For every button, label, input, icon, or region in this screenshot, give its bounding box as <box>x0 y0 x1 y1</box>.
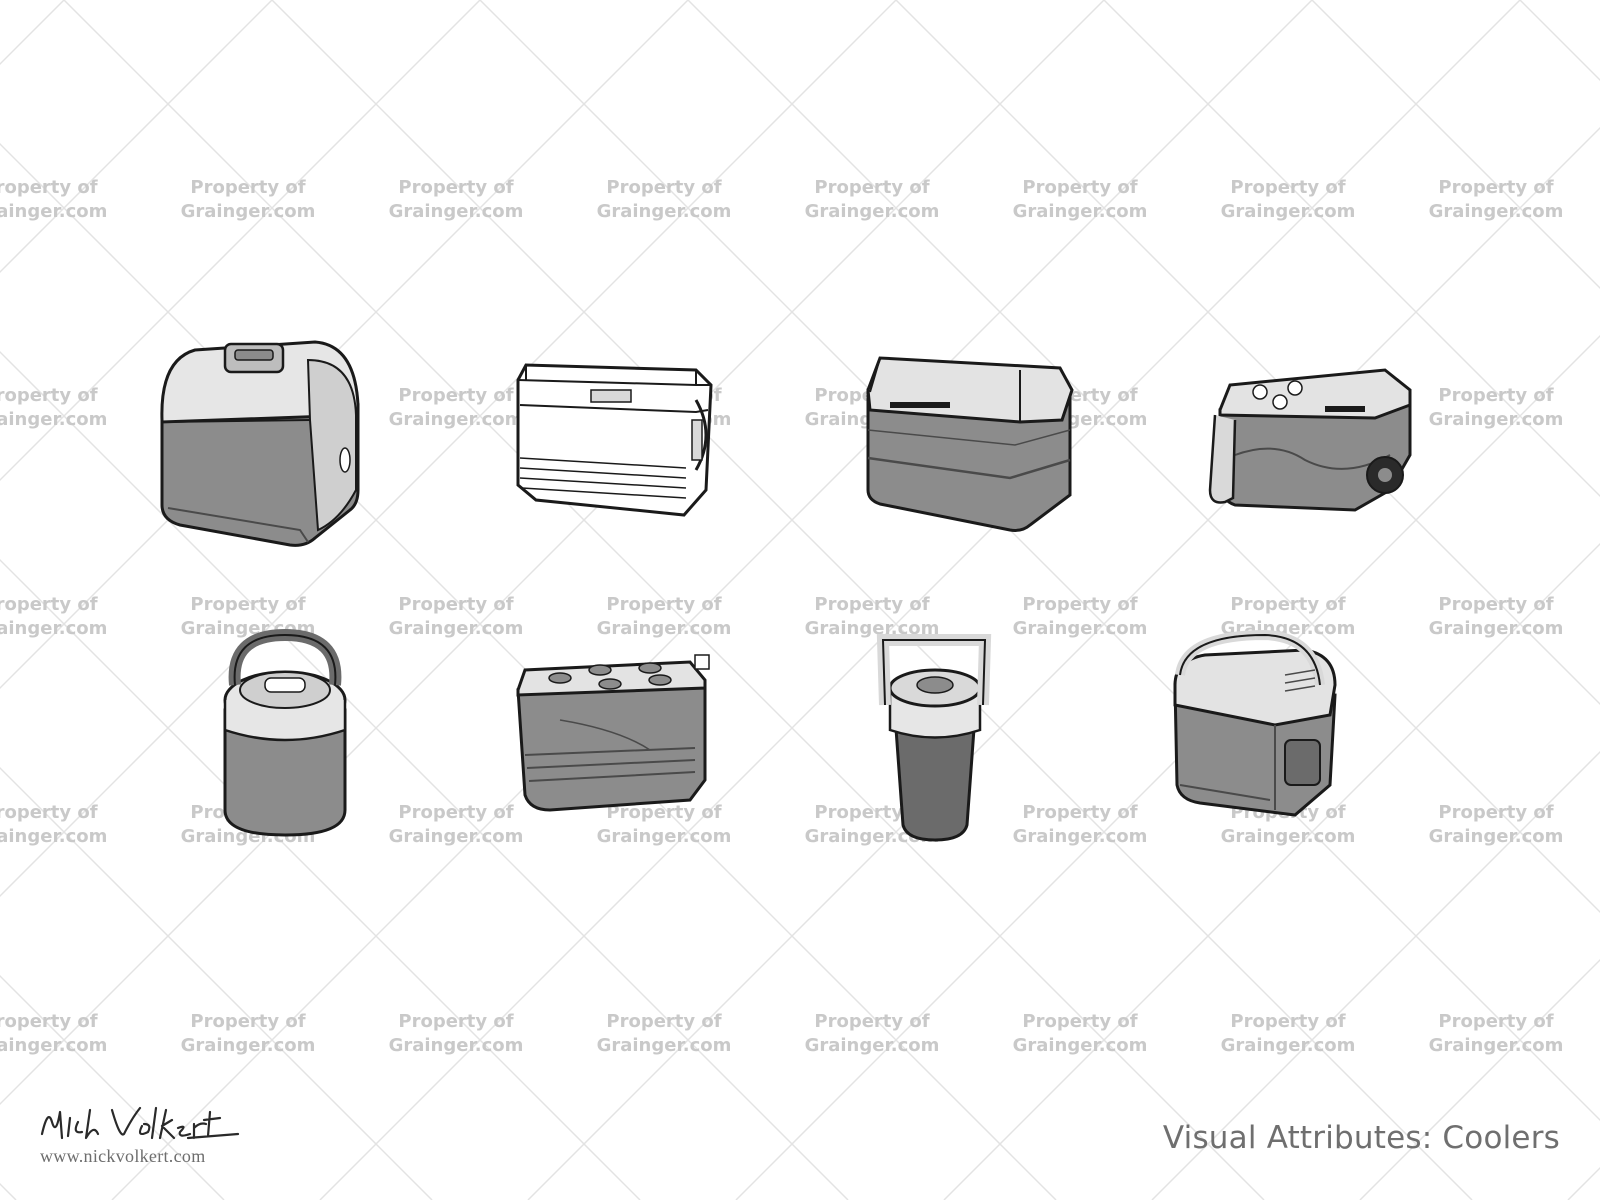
lattice-line <box>1519 0 1600 82</box>
lattice-line <box>0 0 1105 1106</box>
lattice-line <box>0 558 641 1200</box>
lattice-line <box>1151 750 1600 1200</box>
lattice-line <box>0 142 1057 1200</box>
lattice-line <box>0 766 433 1200</box>
lattice-line <box>63 0 1265 1200</box>
white-chest-cooler <box>496 340 736 580</box>
website-url: www.nickvolkert.com <box>40 1146 206 1166</box>
lattice-line <box>527 126 1600 1200</box>
lattice-line <box>1359 958 1600 1200</box>
lattice-line <box>479 0 1600 1122</box>
wheeled-cooler <box>1205 340 1445 580</box>
lattice-line <box>1103 0 1600 498</box>
tall-jug-cooler <box>815 630 1055 870</box>
lattice-line <box>1311 0 1600 290</box>
lattice-line <box>735 334 1600 1200</box>
lattice-line <box>0 1182 17 1200</box>
cup-holder-cooler <box>500 640 740 880</box>
lattice-line <box>271 0 1473 1200</box>
lattice-line <box>0 0 897 898</box>
signature-image <box>40 1106 240 1140</box>
personal-cooler <box>140 320 380 560</box>
round-jug-cooler <box>170 620 410 860</box>
lattice-line <box>111 0 1313 1200</box>
lattice-line <box>319 0 1521 1200</box>
lattice-line <box>895 0 1600 706</box>
lattice-line <box>687 0 1600 914</box>
lattice-line <box>1567 1166 1600 1200</box>
lattice-line <box>0 0 689 690</box>
lattice-line <box>0 0 65 66</box>
lattice-line <box>0 350 849 1200</box>
handle-cooler <box>1165 625 1405 865</box>
lattice-line <box>0 0 273 274</box>
lattice-line <box>0 974 225 1200</box>
lattice-line <box>0 0 481 482</box>
gray-chest-cooler <box>850 330 1090 570</box>
caption-title: Visual Attributes: Coolers <box>1162 1120 1560 1156</box>
lattice-line <box>943 542 1600 1200</box>
